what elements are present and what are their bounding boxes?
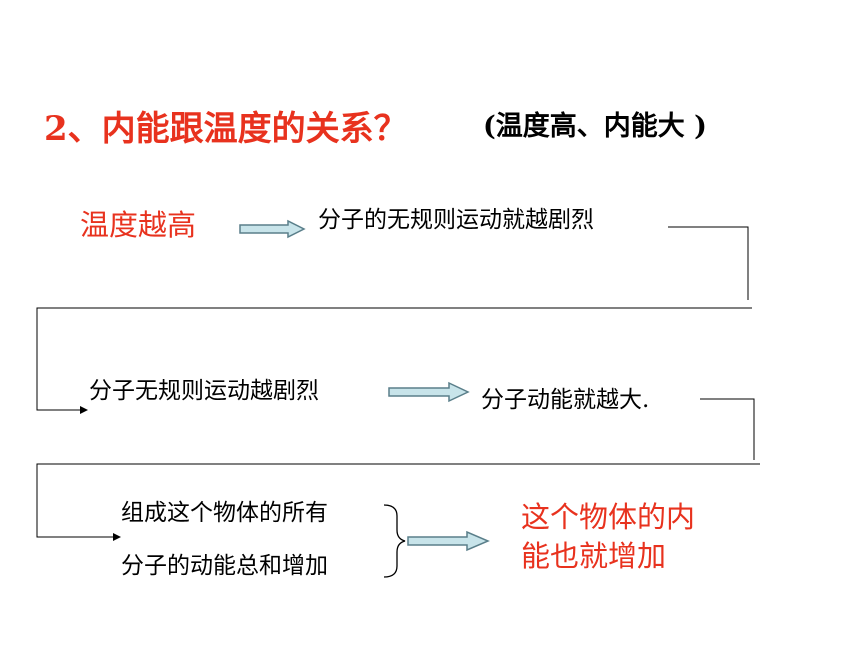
row2-cause: 分子无规则运动越剧烈 <box>89 378 319 404</box>
arrow-row2 <box>388 381 470 403</box>
right-brace <box>383 504 406 578</box>
row1-cause: 温度越高 <box>80 208 197 242</box>
connector-arrowhead-1 <box>80 406 88 414</box>
row3-effect-line1: 这个物体的内 <box>521 500 696 534</box>
row1-effect: 分子的无规则运动就越剧烈 <box>318 207 594 233</box>
connector-row2-row3 <box>36 398 760 538</box>
row3-effect-line2: 能也就增加 <box>521 539 667 573</box>
row3-cause-line2: 分子的动能总和增加 <box>121 553 328 579</box>
arrow-row3 <box>407 530 490 552</box>
title-annotation: (温度高、内能大 ) <box>483 111 707 142</box>
connector-row1-row2 <box>36 226 752 411</box>
connector-arrowhead-2 <box>113 533 121 541</box>
arrow-row1 <box>239 219 306 239</box>
row3-cause-line1: 组成这个物体的所有 <box>121 500 328 526</box>
page-title: 2、内能跟温度的关系？ <box>44 109 408 149</box>
row2-effect: 分子动能就越大. <box>481 387 650 413</box>
